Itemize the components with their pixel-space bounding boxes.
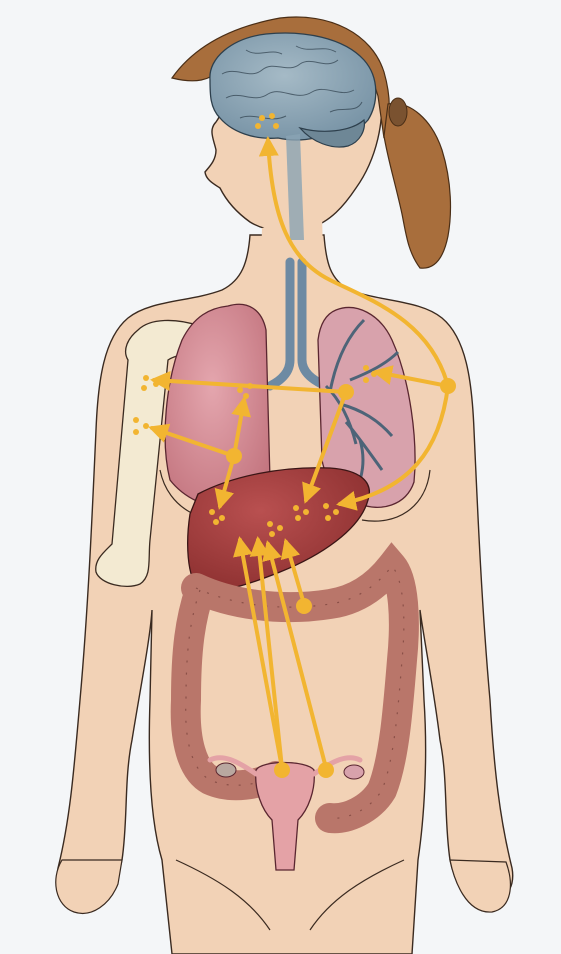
origin-colon [296,598,312,614]
origin-right-node [440,378,456,394]
left-hand [56,860,122,913]
ovary-right [344,765,364,779]
origin-ovary [318,762,334,778]
ponytail [384,103,450,268]
origin-uterus [274,762,290,778]
cerebrum [210,33,376,140]
origin-right-lung [338,384,354,400]
hair-tie [389,98,407,126]
right-hand [450,860,510,912]
origin-left-lung [226,448,242,464]
ovary-left [216,763,236,777]
